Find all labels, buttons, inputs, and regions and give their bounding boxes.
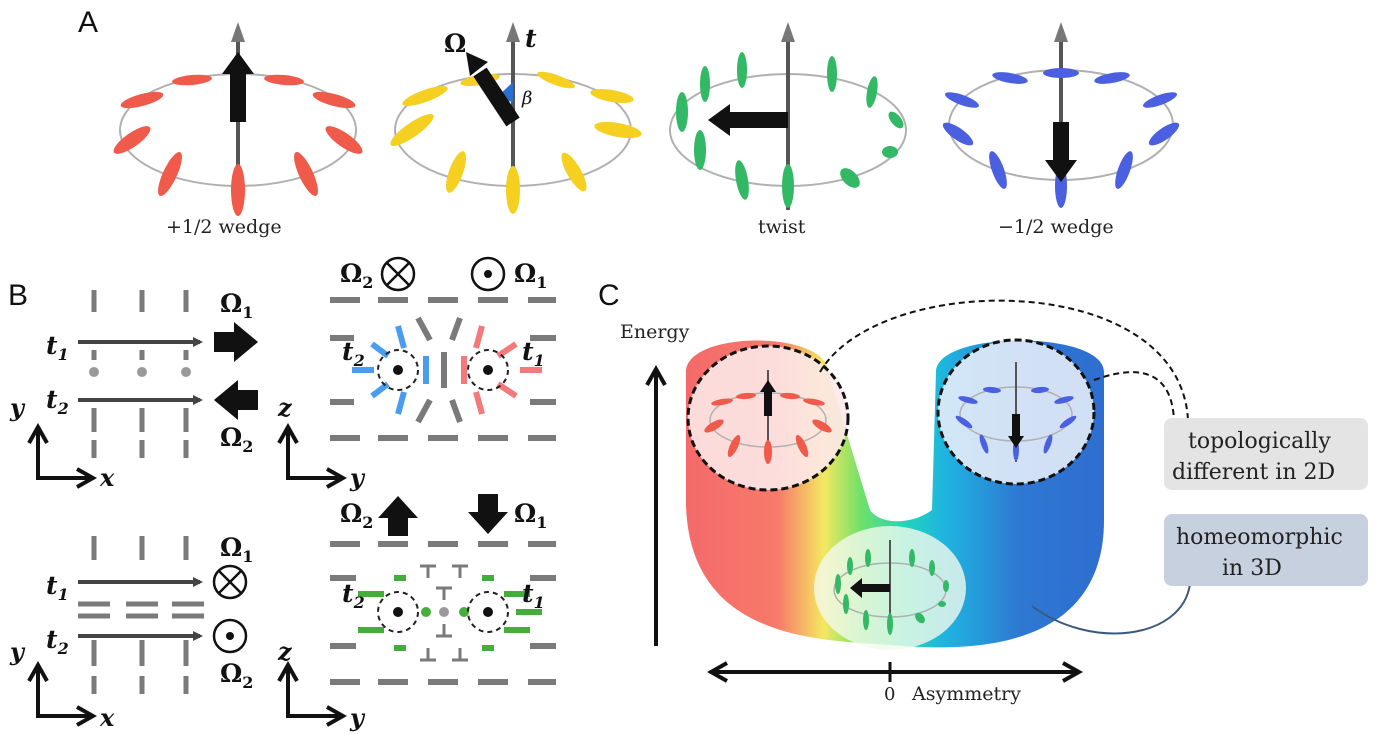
caption-twist: twist — [758, 216, 806, 238]
b4-y-label: y — [349, 703, 366, 732]
b-top-right: Ω2 Ω1 t2 t1 z y — [277, 256, 556, 492]
c-green-defect — [833, 540, 949, 635]
b3-x-label: x — [99, 703, 115, 732]
b4-t1: t1 — [522, 579, 545, 612]
b3-y-label: y — [9, 637, 26, 666]
box1-line1: topologically — [1188, 429, 1331, 454]
defect-plus-half-wedge: +1/2 wedge — [113, 22, 363, 238]
b2-z-label: z — [277, 393, 293, 422]
b4-z-label: z — [277, 637, 293, 666]
b4-omega1: Ω1 — [514, 499, 547, 532]
c-blue-defect — [955, 362, 1077, 462]
box1-line2: different in 2D — [1172, 460, 1335, 485]
b3-omega2: Ω2 — [220, 659, 253, 692]
b-bottom-right: Ω2 Ω1 t2 t1 — [277, 494, 556, 732]
defect-twist: twist — [669, 22, 907, 238]
b3-t2: t2 — [46, 625, 69, 658]
asymmetry-label: Asymmetry — [911, 683, 1021, 705]
b-bottom-left: t1 t2 Ω1 Ω2 y x — [9, 533, 253, 732]
b1-omega2: Ω2 — [220, 423, 253, 456]
b1-omega1: Ω1 — [220, 289, 253, 322]
b3-omega1: Ω1 — [220, 533, 253, 566]
b2-omega2: Ω2 — [340, 259, 373, 292]
b1-t1: t1 — [46, 331, 69, 364]
energy-label: Energy — [620, 321, 690, 343]
homeomorphic-box: homeomorphic in 3D — [1164, 514, 1368, 586]
energy-landscape — [686, 338, 1104, 650]
b4-omega2: Ω2 — [340, 499, 373, 532]
b2-y-label: y — [349, 463, 366, 492]
b1-y-label: y — [9, 393, 26, 422]
zero-label: 0 — [884, 684, 895, 705]
b3-t1: t1 — [46, 571, 69, 604]
panel-c-letter: C — [598, 279, 620, 312]
t-label: t — [525, 24, 537, 53]
b-top-left: t1 t2 Ω1 Ω2 y x — [9, 289, 258, 492]
panel-b-letter: B — [8, 279, 28, 312]
b2-t2: t2 — [342, 337, 365, 370]
b2-omega1: Ω1 — [514, 259, 547, 292]
beta-label: β — [521, 88, 532, 109]
caption-plus-half-wedge: +1/2 wedge — [166, 216, 282, 238]
box2-line1: homeomorphic — [1176, 525, 1343, 550]
b2-t1: t1 — [522, 337, 545, 370]
topologically-different-box: topologically different in 2D — [1164, 418, 1368, 490]
b4-t2: t2 — [342, 579, 365, 612]
defect-tilted: Ω t β — [390, 22, 642, 214]
b1-t2: t2 — [46, 385, 69, 418]
panel-a-letter: A — [78, 6, 98, 39]
box2-line2: in 3D — [1222, 556, 1282, 581]
c-red-defect — [704, 370, 832, 464]
defect-minus-half-wedge: −1/2 wedge — [942, 22, 1180, 238]
b1-x-label: x — [99, 463, 115, 492]
caption-minus-half-wedge: −1/2 wedge — [998, 216, 1114, 238]
omega-label: Ω — [444, 29, 466, 58]
